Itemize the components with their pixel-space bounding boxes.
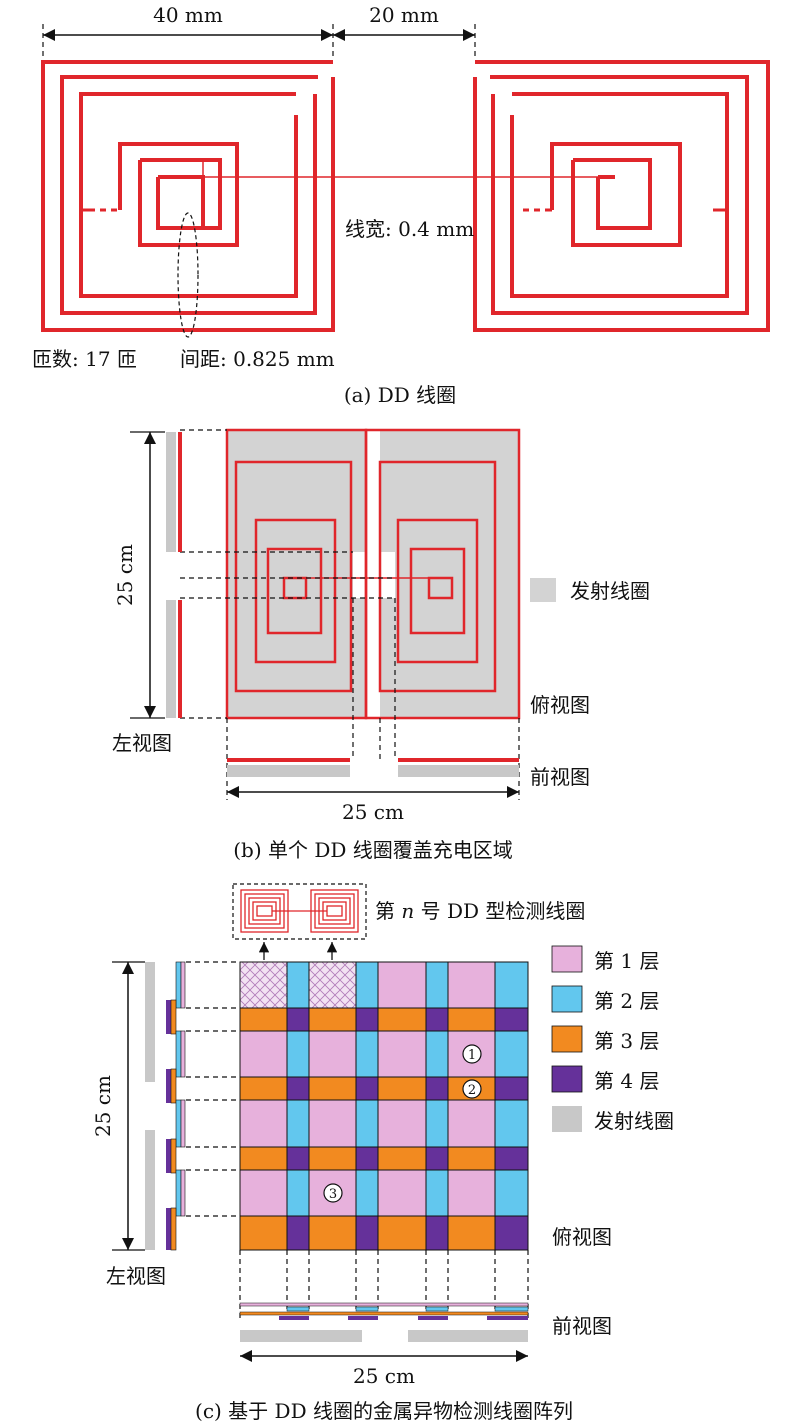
front-view-stack-c xyxy=(239,1302,529,1320)
svg-text:1: 1 xyxy=(468,1048,476,1063)
caption-b: (b) 单个 DD 线圈覆盖充电区域 xyxy=(233,838,513,862)
caption-a: (a) DD 线圈 xyxy=(344,383,456,407)
turns-label: 匝数: 17 匝 xyxy=(32,347,137,371)
dim-20mm: 20 mm xyxy=(369,3,439,27)
left-view-stack-c xyxy=(166,961,186,1251)
front-view-b: 前视图 xyxy=(530,765,590,789)
legend-layer-4: 第 4 层 xyxy=(594,1069,659,1093)
legend-c: 第 1 层 第 2 层 第 3 层 第 4 层 发射线圈 xyxy=(551,945,674,1133)
legend-layer-3: 第 3 层 xyxy=(594,1029,659,1053)
left-view-c: 左视图 xyxy=(106,1264,166,1288)
dd-coil-left xyxy=(41,60,335,332)
dim-c-vertical: 25 cm xyxy=(91,1075,115,1137)
dim-c-horizontal: 25 cm xyxy=(353,1364,415,1388)
line-width-label: 线宽: 0.4 mm xyxy=(345,217,474,241)
panel-b: 25 cm 25 cm 发射线圈 俯视图 前视图 左视图 (b) 单个 DD 线… xyxy=(112,428,650,862)
svg-text:3: 3 xyxy=(329,1187,337,1202)
top-view-c: 俯视图 xyxy=(552,1225,612,1249)
dd-coil-b xyxy=(225,428,521,720)
dim-b-horizontal: 25 cm xyxy=(342,800,404,824)
marker-3: 3 xyxy=(323,1183,343,1203)
front-view-c: 前视图 xyxy=(552,1314,612,1338)
caption-c: (c) 基于 DD 线圈的金属异物检测线圈阵列 xyxy=(195,1399,573,1423)
panel-c: 第 n 号 DD 型检测线圈 xyxy=(91,883,674,1423)
spacing-label: 间距: 0.825 mm xyxy=(180,347,335,371)
marker-1: 1 xyxy=(462,1044,482,1064)
left-view-b: 左视图 xyxy=(112,731,172,755)
dd-coil-right xyxy=(473,60,770,332)
legend-layer-2: 第 2 层 xyxy=(594,989,659,1013)
legend-layer-1: 第 1 层 xyxy=(594,949,659,973)
top-view-b: 俯视图 xyxy=(530,693,590,717)
svg-text:2: 2 xyxy=(468,1083,476,1098)
marker-2: 2 xyxy=(462,1079,482,1099)
legend-tx-b: 发射线圈 xyxy=(570,579,650,603)
dim-40mm: 40 mm xyxy=(153,3,223,27)
detect-coil-inset xyxy=(240,889,359,933)
detect-coil-label: 第 n 号 DD 型检测线圈 xyxy=(375,899,585,923)
dim-b-vertical: 25 cm xyxy=(113,544,137,606)
legend-tx-c: 发射线圈 xyxy=(594,1109,674,1133)
panel-a: 40 mm 20 mm 线宽: 0.4 mm 匝数: 17 匝 xyxy=(32,3,770,407)
